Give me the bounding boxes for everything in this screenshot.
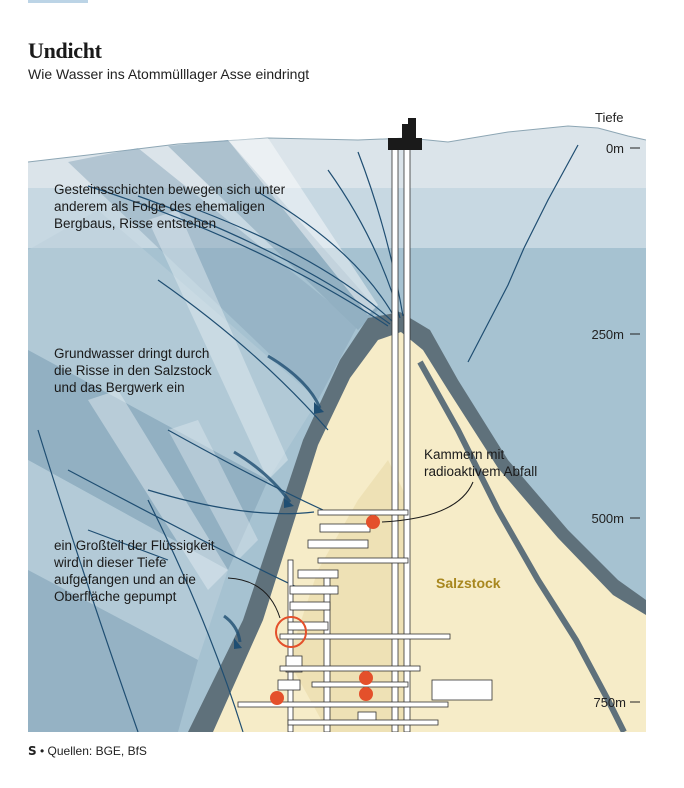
annotation-rock-layers: Gesteinsschichten bewegen sich unter and…: [54, 182, 286, 231]
svg-text:Oberfläche gepumpt: Oberfläche gepumpt: [54, 589, 177, 604]
depth-scale-label: Tiefe: [595, 110, 623, 125]
top-accent-bar: [28, 0, 88, 3]
svg-text:Kammern mit: Kammern mit: [424, 447, 505, 462]
svg-text:die Risse in den Salzstock: die Risse in den Salzstock: [54, 363, 212, 378]
mine-levels: [237, 509, 493, 726]
depth-tick-250: 250m: [591, 327, 624, 342]
depth-tick-750: 750m: [593, 695, 626, 710]
svg-text:aufgefangen und an die: aufgefangen und an die: [54, 572, 196, 587]
arrow-head-1: [314, 402, 324, 414]
arrow-head-3: [234, 638, 242, 649]
source-credit: S • Quellen: BGE, BfS: [28, 744, 147, 758]
svg-text:Bergbaus, Risse entstehen: Bergbaus, Risse entstehen: [54, 216, 216, 231]
salt-dome-inner-shade: [288, 460, 408, 732]
arrow-head-2: [284, 498, 294, 508]
svg-text:Gesteinsschichten bewegen sich: Gesteinsschichten bewegen sich unter: [54, 182, 286, 197]
light-strata-bands: [88, 138, 378, 590]
rock-strata: [28, 140, 378, 732]
depth-scale: Tiefe 0m 250m 500m 750m: [591, 110, 640, 710]
svg-text:wird in dieser Tiefe: wird in dieser Tiefe: [53, 555, 167, 570]
water-flow-arrows: [223, 354, 322, 643]
svg-text:ein Großteil der Flüssigkeit: ein Großteil der Flüssigkeit: [54, 538, 215, 553]
terrain-surface-line: [28, 125, 646, 163]
depth-tick-500: 500m: [591, 511, 624, 526]
annotation-pumped-water: ein Großteil der Flüssigkeit wird in die…: [53, 538, 215, 604]
headframe: [388, 118, 422, 150]
source-text: Quellen: BGE, BfS: [47, 744, 147, 758]
asse-cross-section-diagram: Tiefe 0m 250m 500m 750m Gesteinsschichte…: [28, 110, 646, 732]
waste-chamber-markers: [270, 515, 380, 705]
annotation-leader-lines: [227, 481, 474, 619]
pump-level-highlight: [275, 616, 307, 648]
svg-text:anderem als Folge des ehemalig: anderem als Folge des ehemaligen: [54, 199, 265, 214]
annotation-groundwater: Grundwasser dringt durch die Risse in de…: [54, 346, 212, 395]
svg-text:und das Bergwerk ein: und das Bergwerk ein: [54, 380, 185, 395]
page-title: Undicht: [28, 38, 102, 63]
salt-dome-label: Salzstock: [436, 575, 501, 591]
bullet-separator: •: [40, 744, 45, 758]
depth-tick-0: 0m: [606, 141, 624, 156]
annotation-waste-chambers: Kammern mit radioaktivem Abfall: [424, 447, 537, 479]
publisher-logo: S: [28, 744, 37, 758]
svg-text:radioaktivem Abfall: radioaktivem Abfall: [424, 464, 537, 479]
svg-text:Grundwasser dringt durch: Grundwasser dringt durch: [54, 346, 209, 361]
page-subtitle: Wie Wasser ins Atommülllager Asse eindri…: [28, 66, 310, 82]
fissure-lines: [37, 144, 579, 732]
inner-salt-band: [417, 360, 627, 732]
